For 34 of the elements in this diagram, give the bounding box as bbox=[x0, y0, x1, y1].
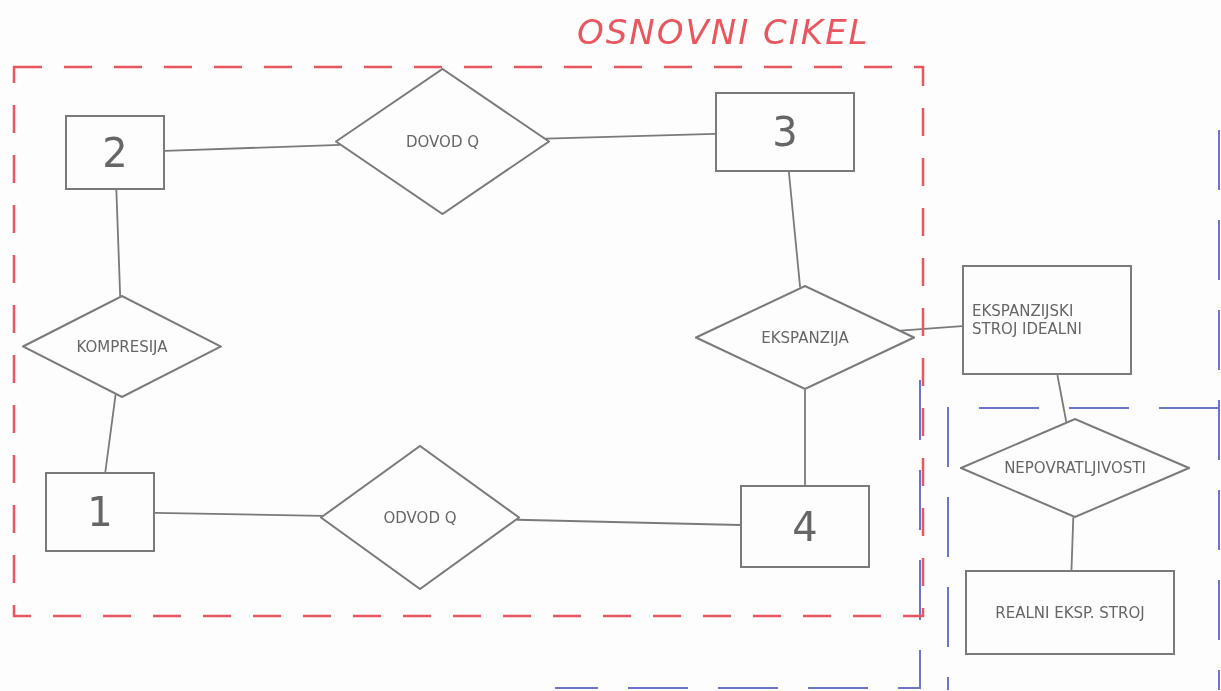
process-box bbox=[715, 92, 855, 172]
node-label: NEPOVRATLJIVOSTI bbox=[1004, 459, 1146, 477]
decision-diamond bbox=[335, 68, 550, 215]
node-label: EKSPANZIJA bbox=[761, 328, 849, 347]
node-label: 1 bbox=[86, 488, 114, 536]
node-label: KOMPRESIJA bbox=[76, 337, 168, 356]
node-label: 3 bbox=[771, 108, 799, 156]
connector-line bbox=[1070, 516, 1075, 571]
node-label: 4 bbox=[791, 502, 819, 551]
connector-line bbox=[899, 325, 963, 332]
connector-line bbox=[788, 171, 801, 289]
connector-line bbox=[804, 389, 806, 486]
connector-line bbox=[1056, 374, 1068, 423]
process-box bbox=[965, 570, 1175, 655]
connector-line bbox=[544, 133, 716, 140]
connector-line bbox=[164, 144, 341, 152]
group-title: OSNOVNI CIKEL bbox=[577, 12, 870, 52]
node-label: REALNI EKSP. STROJ bbox=[994, 603, 1146, 622]
process-box bbox=[962, 265, 1132, 375]
connector-line bbox=[104, 393, 117, 473]
process-box bbox=[740, 485, 870, 568]
decision-diamond bbox=[695, 285, 915, 390]
connector-line bbox=[154, 512, 324, 517]
connector-line bbox=[115, 189, 122, 297]
node-label: EKSPANZIJSKI STROJ IDEALNI bbox=[971, 302, 1083, 338]
process-box bbox=[65, 115, 165, 190]
node-label: DOVOD Q bbox=[406, 132, 479, 151]
node-label: ODVOD Q bbox=[383, 508, 457, 527]
node-label: 2 bbox=[101, 128, 129, 177]
decision-diamond bbox=[960, 418, 1190, 518]
process-box bbox=[45, 472, 155, 552]
decision-diamond bbox=[320, 445, 520, 590]
connector-line bbox=[516, 518, 741, 526]
decision-diamond bbox=[22, 295, 222, 398]
